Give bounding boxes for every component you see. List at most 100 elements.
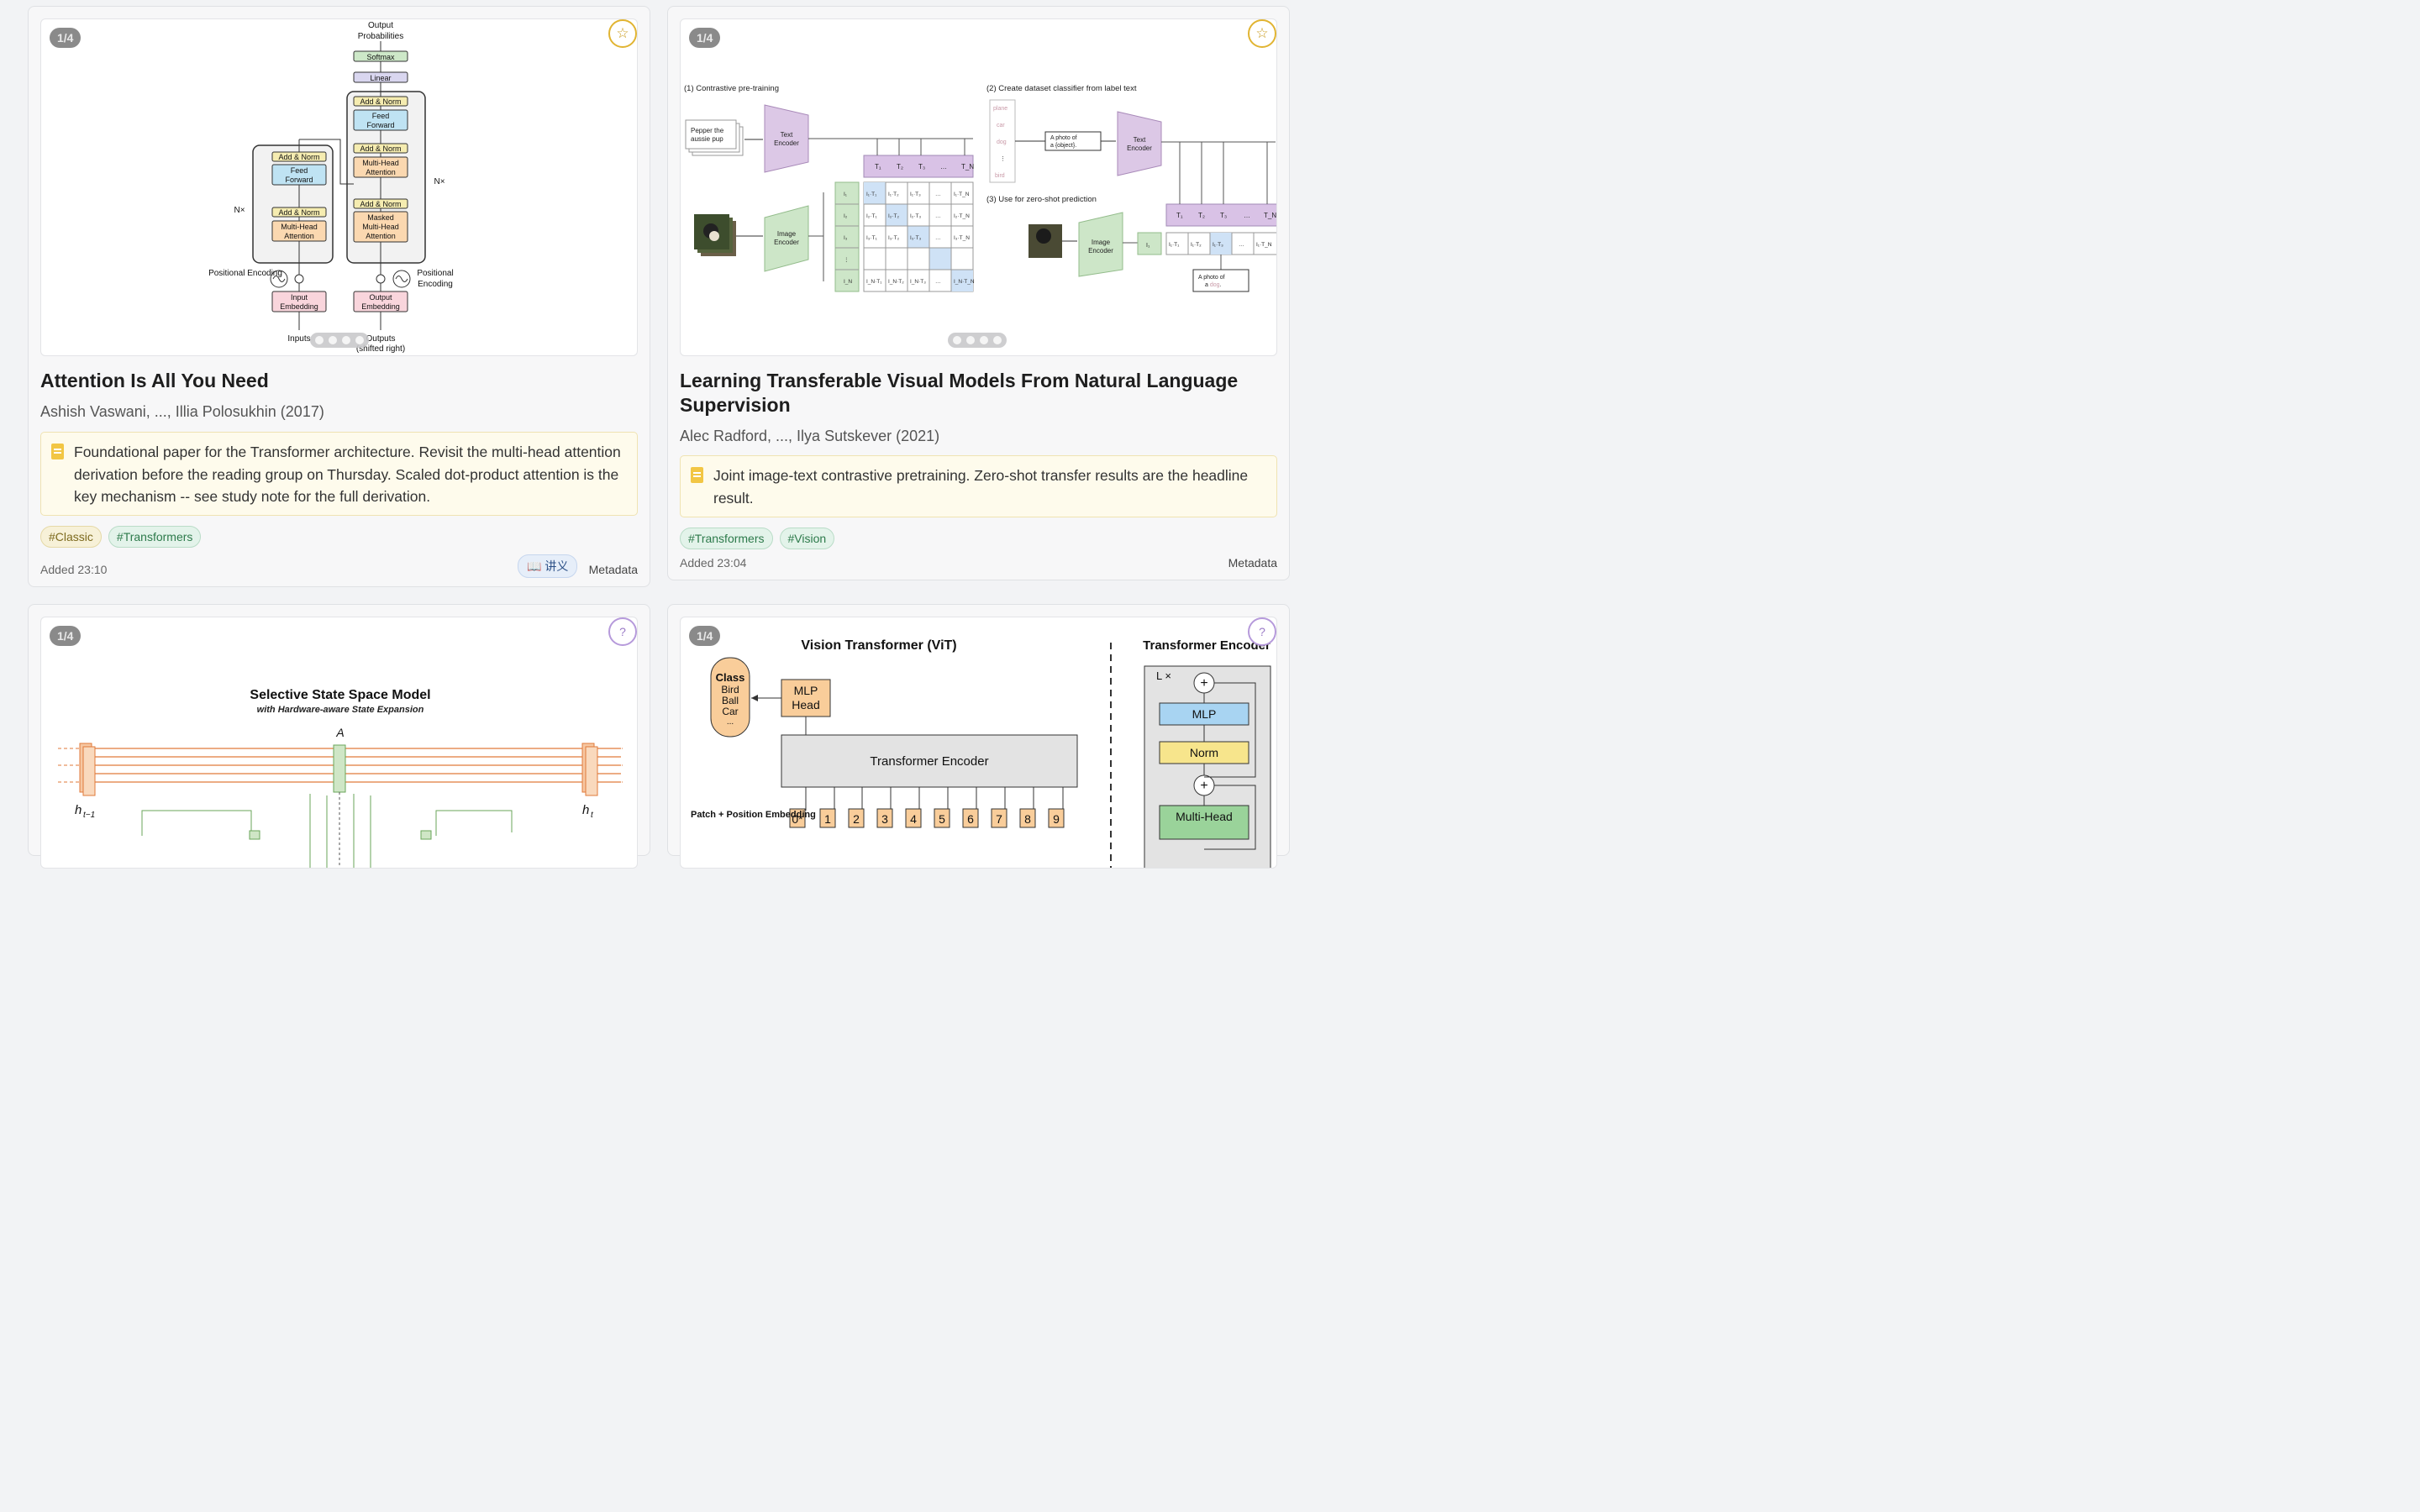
svg-text:L ×: L × (1156, 669, 1171, 682)
tag-transformers[interactable]: #Transformers (680, 528, 773, 549)
svg-text:I₁·T₁: I₁·T₁ (1169, 242, 1180, 248)
svg-text:bird: bird (995, 173, 1005, 179)
star-icon[interactable]: ☆ (1248, 19, 1276, 48)
svg-text:(shifted right): (shifted right) (356, 344, 405, 354)
svg-text:…: … (1239, 242, 1244, 248)
svg-text:with Hardware-aware State Expa: with Hardware-aware State Expansion (257, 705, 424, 715)
svg-text:(2) Create dataset classifier: (2) Create dataset classifier from label… (986, 84, 1137, 93)
svg-text:Multi-Head: Multi-Head (1176, 810, 1233, 823)
metadata-link[interactable]: Metadata (1228, 556, 1277, 570)
svg-text:⋮: ⋮ (1000, 156, 1006, 162)
svg-text:I₃·T_N: I₃·T_N (954, 235, 970, 241)
figure-carousel[interactable]: 1/4 ☆ Output Probabilities Softmax Linea… (40, 18, 638, 356)
note-icon (51, 444, 64, 459)
svg-text:Embedding: Embedding (280, 302, 318, 311)
svg-text:h: h (75, 803, 82, 817)
svg-text:Feed: Feed (291, 166, 308, 175)
svg-text:I₁·T₁: I₁·T₁ (866, 192, 877, 197)
svg-text:T_N: T_N (1264, 212, 1276, 219)
svg-text:Ball: Ball (722, 695, 739, 706)
svg-text:Head: Head (792, 698, 819, 711)
svg-text:I_N: I_N (844, 279, 852, 285)
svg-text:Positional Encoding: Positional Encoding (208, 269, 282, 278)
svg-text:2: 2 (853, 812, 860, 826)
paper-card[interactable]: 1/4 ☆ Output Probabilities Softmax Linea… (28, 6, 650, 587)
paper-card[interactable]: 1/4 ? Selective State Space Model with H… (28, 604, 650, 869)
svg-text:a {object}.: a {object}. (1050, 143, 1076, 149)
tag-vision[interactable]: #Vision (779, 528, 835, 549)
paper-card[interactable]: 1/4 ? Vision Transformer (ViT) Transform… (667, 604, 1290, 869)
star-icon[interactable]: ☆ (608, 19, 637, 48)
svg-text:Multi-Head: Multi-Head (362, 159, 399, 167)
tag-transformers[interactable]: #Transformers (108, 526, 202, 548)
paper-title[interactable]: Learning Transferable Visual Models From… (680, 370, 1239, 416)
svg-text:I₁·T₃: I₁·T₃ (1213, 242, 1223, 248)
svg-text:Vision Transformer (ViT): Vision Transformer (ViT) (801, 638, 956, 653)
svg-text:t−1: t−1 (83, 811, 95, 820)
svg-text:Probabilities: Probabilities (358, 32, 403, 41)
paper-card[interactable]: 1/4 ☆ (1) Contrastive pre-training (2) C… (667, 6, 1290, 580)
svg-text:I₃·T₁: I₃·T₁ (866, 235, 878, 241)
svg-text:I₁·T₂: I₁·T₂ (888, 192, 899, 197)
svg-text:I₂·T_N: I₂·T_N (954, 213, 970, 219)
svg-text:9: 9 (1053, 812, 1060, 826)
svg-text:Add & Norm: Add & Norm (360, 144, 401, 153)
figure-carousel[interactable]: 1/4 ☆ (1) Contrastive pre-training (2) C… (680, 18, 1277, 356)
figure-carousel[interactable]: 1/4 ? Selective State Space Model with H… (40, 617, 638, 869)
svg-text:…: … (940, 163, 947, 171)
svg-text:Transformer Encoder: Transformer Encoder (870, 754, 988, 769)
svg-text:I₁: I₁ (844, 192, 848, 197)
svg-text:+: + (1200, 779, 1207, 793)
svg-text:Pepper the: Pepper the (691, 127, 724, 134)
svg-text:A photo of: A photo of (1198, 275, 1225, 281)
vit-diagram: Vision Transformer (ViT) Transformer Enc… (691, 638, 1271, 868)
image-counter: 1/4 (50, 626, 82, 646)
figure-carousel[interactable]: 1/4 ? Vision Transformer (ViT) Transform… (680, 617, 1277, 869)
svg-text:…: … (935, 279, 941, 285)
paper-authors: Alec Radford, ..., Ilya Sutskever (2021) (680, 428, 940, 444)
svg-text:MLP: MLP (1192, 707, 1217, 721)
question-icon[interactable]: ? (608, 617, 637, 646)
svg-text:(3) Use for zero-shot predicti: (3) Use for zero-shot prediction (986, 195, 1097, 204)
svg-text:plane: plane (993, 106, 1007, 112)
svg-text:I₁: I₁ (1146, 243, 1150, 249)
svg-text:…: … (1244, 212, 1250, 219)
svg-text:Car: Car (722, 706, 738, 717)
svg-text:Image: Image (777, 230, 797, 238)
svg-text:MLP: MLP (794, 684, 818, 697)
transformer-diagram: Output Probabilities Softmax Linear Add … (208, 21, 454, 354)
lecture-notes-button[interactable]: 📖 讲义 (518, 554, 578, 578)
svg-text:T₃: T₃ (1220, 212, 1227, 219)
carousel-dots[interactable] (310, 333, 369, 348)
svg-text:car: car (997, 123, 1005, 129)
svg-text:Encoder: Encoder (1088, 247, 1113, 255)
svg-text:Forward: Forward (285, 176, 313, 184)
carousel-dots[interactable] (948, 333, 1007, 348)
fig-output-probs: Output (368, 21, 393, 30)
svg-text:Inputs: Inputs (287, 334, 310, 344)
svg-text:Encoder: Encoder (774, 239, 799, 246)
svg-text:a dog.: a dog. (1205, 282, 1222, 288)
question-icon[interactable]: ? (1248, 617, 1276, 646)
metadata-link[interactable]: Metadata (588, 563, 638, 576)
svg-text:Text: Text (1134, 136, 1146, 144)
svg-text:Norm: Norm (1190, 746, 1218, 759)
svg-text:Output: Output (369, 293, 392, 302)
svg-text:Add & Norm: Add & Norm (278, 208, 319, 217)
svg-text:Transformer Encoder: Transformer Encoder (1143, 638, 1270, 653)
svg-text:…: … (935, 235, 941, 241)
image-counter: 1/4 (689, 28, 721, 48)
svg-text:I₃·T₂: I₃·T₂ (888, 235, 900, 241)
svg-text:Selective State Space Model: Selective State Space Model (250, 688, 430, 702)
added-time: Added 23:04 (680, 556, 747, 570)
svg-text:T_N: T_N (961, 163, 974, 171)
svg-text:Image: Image (1092, 239, 1111, 246)
tag-classic[interactable]: #Classic (40, 526, 102, 548)
mamba-diagram: Selective State Space Model with Hardwar… (58, 688, 623, 868)
svg-text:Attention: Attention (284, 232, 314, 240)
clip-diagram: (1) Contrastive pre-training (2) Create … (684, 84, 1276, 292)
svg-text:T₂: T₂ (897, 163, 903, 171)
paper-title[interactable]: Attention Is All You Need (40, 370, 269, 391)
svg-text:I_N·T₃: I_N·T₃ (910, 279, 926, 285)
svg-text:I₁·T_N: I₁·T_N (954, 192, 970, 197)
